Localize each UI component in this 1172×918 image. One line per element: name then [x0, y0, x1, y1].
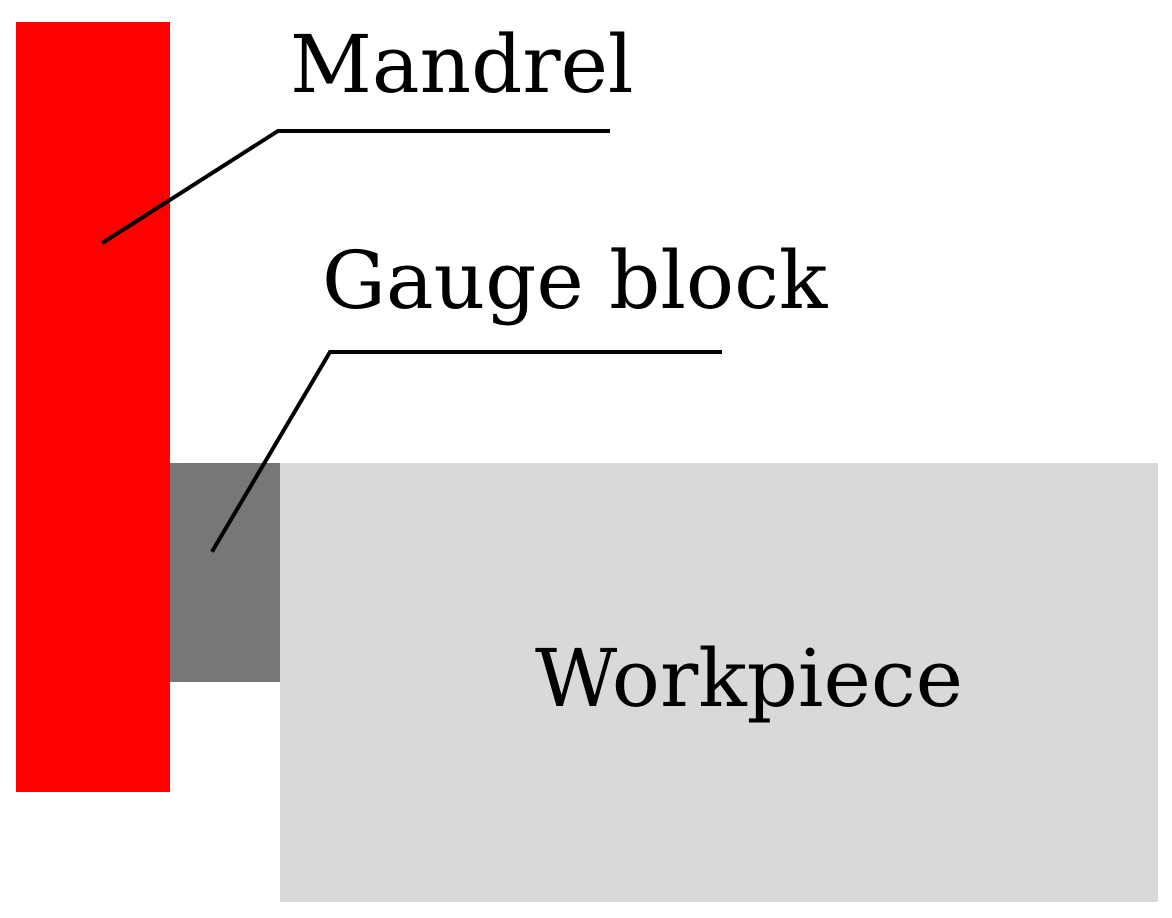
workpiece-label: Workpiece	[535, 632, 963, 725]
workpiece-shape	[280, 463, 1158, 902]
gauge-block-label: Gauge block	[322, 234, 829, 327]
gauge-block-shape	[170, 463, 280, 682]
mandrel-leader-line	[101, 129, 610, 245]
mandrel-label: Mandrel	[290, 18, 634, 111]
gauge-block-leader-line	[210, 350, 722, 553]
mandrel-shape	[16, 22, 170, 792]
